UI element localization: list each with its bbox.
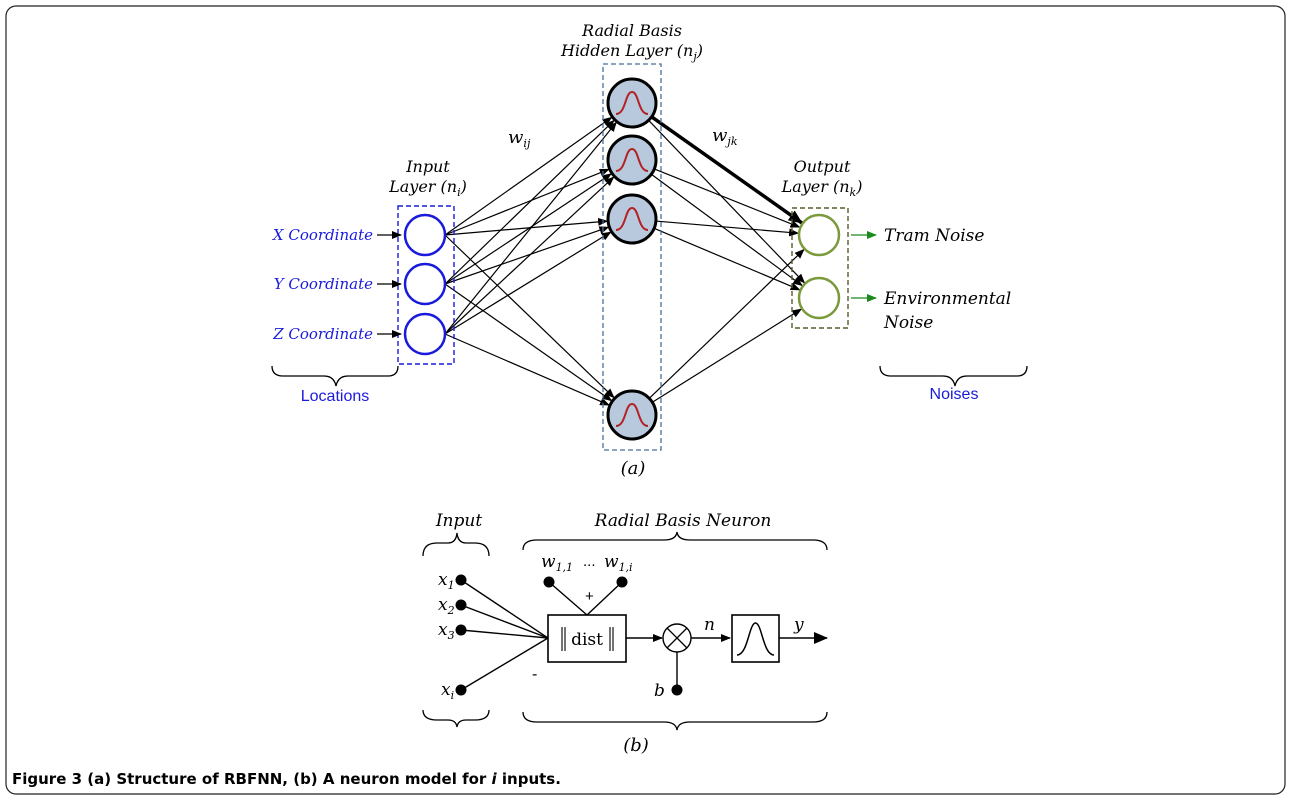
hidden-title-line2: Hidden Layer (nj) [560, 41, 703, 63]
input-neuron-y [403, 262, 447, 306]
b-line-x3 [460, 629, 549, 639]
diagram-b: Input Radial Basis Neuron x1 x2 x3 xi w1… [422, 511, 828, 756]
weight-label-wij: wij [508, 127, 531, 150]
b-line-w1i [586, 581, 623, 616]
connection-input-0-hidden-2 [444, 217, 609, 236]
b-label-plus: + [585, 588, 594, 605]
b-dot-x1 [455, 574, 467, 586]
b-label-n: n [704, 615, 715, 635]
output-label-environmental: Environmental [883, 289, 1011, 309]
output-neuron-environmental [797, 276, 841, 320]
b-label-y: y [793, 615, 804, 635]
hidden-neuron-4 [606, 389, 658, 441]
figure-caption: Figure 3 (a) Structure of RBFNN, (b) A n… [12, 770, 561, 788]
b-dot-w11 [543, 576, 555, 588]
hidden-neuron-1 [606, 77, 658, 129]
diagram-b-label: (b) [623, 735, 649, 756]
b-label-w1i: w1,i [604, 552, 633, 574]
diagram-a: Radial Basis Hidden Layer (nj) Input Lay… [271, 21, 1028, 479]
b-neuron-title: Radial Basis Neuron [594, 511, 772, 531]
locations-brace [271, 365, 399, 387]
input-hidden-connections [444, 116, 617, 406]
outer-border [5, 5, 1286, 795]
connection-input-2-hidden-3 [444, 333, 610, 406]
output-title-line1: Output [794, 157, 851, 176]
caption-figure-number: Figure 3 [12, 770, 82, 788]
b-label-dots: ... [583, 553, 596, 570]
b-dist-text: dist [571, 630, 603, 650]
b-input-brace-top [422, 532, 490, 557]
connection-hidden-3-output-1 [652, 308, 803, 403]
input-title-line1: Input [405, 157, 450, 176]
connection-hidden-3-output-0 [648, 248, 805, 399]
connection-input-2-hidden-1 [444, 176, 615, 335]
input-neuron-x [403, 213, 447, 257]
gaussian-icon [615, 206, 649, 231]
gaussian-icon [615, 402, 649, 427]
hidden-output-connections [648, 115, 806, 403]
noises-brace [879, 365, 1028, 387]
gaussian-icon [615, 147, 649, 172]
gaussian-icon [615, 90, 649, 115]
input-label-z: Z Coordinate [272, 325, 373, 343]
b-label-x3: x3 [438, 620, 455, 642]
b-input-brace-bottom [422, 709, 490, 728]
input-title-line2: Layer (ni) [388, 177, 467, 199]
input-label-x: X Coordinate [272, 226, 373, 244]
output-title-line2: Layer (nk) [781, 177, 863, 199]
output-layer-box [791, 207, 849, 329]
multiply-icon [662, 623, 692, 653]
connection-input-2-hidden-2 [444, 231, 612, 335]
b-dot-xi [455, 684, 467, 696]
b-neuron-brace-bottom [522, 711, 828, 731]
connection-hidden-1-output-1 [650, 173, 803, 287]
b-label-w11: w1,1 [541, 552, 573, 574]
connection-input-1-hidden-1 [444, 173, 612, 285]
connection-input-0-hidden-1 [444, 168, 610, 236]
b-line-x1 [460, 579, 549, 639]
hidden-title-line1: Radial Basis [581, 21, 682, 40]
b-label-b: b [654, 681, 665, 701]
b-label-x2: x2 [438, 595, 455, 617]
connection-input-2-hidden-0 [444, 121, 617, 335]
connection-hidden-2-output-0 [655, 220, 800, 237]
b-line-x2 [460, 604, 549, 639]
b-label-minus: - [532, 666, 537, 683]
b-label-xi: xi [441, 680, 454, 702]
b-neuron-brace-top [522, 531, 828, 551]
connection-hidden-0-output-0 [650, 115, 803, 225]
connection-hidden-0-output-1 [648, 119, 806, 284]
b-line-xi [460, 637, 549, 691]
b-dot-x2 [455, 599, 467, 611]
hidden-neuron-3 [606, 193, 658, 245]
connection-input-1-hidden-2 [444, 226, 610, 285]
input-label-y: Y Coordinate [274, 275, 373, 293]
locations-label: Locations [301, 388, 370, 405]
b-dot-bias [671, 684, 683, 696]
noises-label: Noises [930, 386, 979, 403]
b-input-title: Input [435, 511, 482, 531]
output-neuron-tram [797, 213, 841, 257]
b-dot-w1i [616, 576, 628, 588]
connection-hidden-2-output-1 [653, 227, 801, 291]
output-label-tram: Tram Noise [884, 226, 984, 246]
connection-input-1-hidden-0 [444, 119, 615, 285]
weight-label-wjk: wjk [712, 125, 738, 148]
connection-hidden-1-output-0 [654, 168, 801, 228]
gaussian-icon [736, 622, 775, 656]
hidden-layer-box [602, 63, 662, 451]
connection-input-0-hidden-3 [444, 234, 615, 399]
b-dot-x3 [455, 624, 467, 636]
diagram-a-label: (a) [621, 458, 646, 479]
hidden-neurons [606, 77, 658, 441]
connection-input-0-hidden-0 [444, 116, 613, 236]
b-line-w11 [548, 581, 588, 616]
b-label-x1: x1 [438, 570, 455, 592]
input-neuron-z [403, 312, 447, 356]
output-label-noise: Noise [883, 313, 933, 333]
hidden-neuron-2 [606, 134, 658, 186]
connection-input-1-hidden-3 [444, 283, 613, 402]
